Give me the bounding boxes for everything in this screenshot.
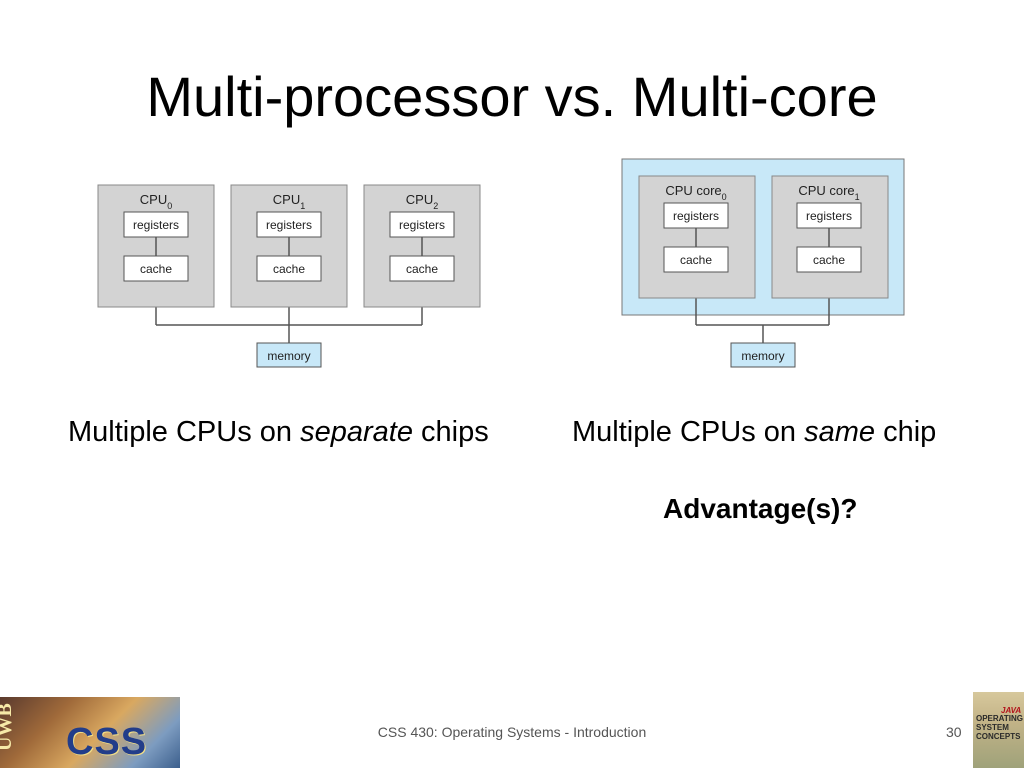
caption-multiprocessor: Multiple CPUs on separate chips: [68, 416, 489, 448]
registers-label: registers: [266, 218, 312, 232]
footer-course-title: CSS 430: Operating Systems - Introductio…: [377, 724, 647, 740]
registers-label: registers: [399, 218, 445, 232]
registers-label: registers: [806, 209, 852, 223]
cache-label: cache: [680, 253, 712, 267]
slide-number: 30: [946, 724, 962, 740]
svg-text:CPU0: CPU0: [140, 192, 172, 211]
cpu-label: CPU: [140, 192, 167, 207]
uwb-css-logo: UWB CSS: [0, 697, 180, 768]
registers-label: registers: [133, 218, 179, 232]
core-label: CPU core: [665, 183, 721, 198]
core-box: CPU core0 registers cache: [638, 175, 756, 299]
memory-box: memory: [256, 342, 322, 368]
memory-label: memory: [741, 349, 784, 363]
slide-title: Multi-processor vs. Multi-core: [146, 65, 878, 128]
svg-text:CPU1: CPU1: [273, 192, 305, 211]
cache-label: cache: [406, 262, 438, 276]
textbook-cover-icon: JAVA OPERATING SYSTEM CONCEPTS: [973, 692, 1024, 768]
registers-label: registers: [673, 209, 719, 223]
cpu-box: CPU2 registers cache: [363, 184, 481, 308]
svg-text:CPU2: CPU2: [406, 192, 438, 211]
cpu-label: CPU: [406, 192, 433, 207]
cpu-subscript: 0: [167, 201, 172, 211]
cache-label: cache: [813, 253, 845, 267]
cpu-box: CPU0 registers cache: [97, 184, 215, 308]
advantages-question: Advantage(s)?: [663, 493, 858, 524]
svg-text:CPU core1: CPU core1: [798, 183, 859, 202]
cpu-subscript: 2: [433, 201, 438, 211]
cpu-box: CPU1 registers cache: [230, 184, 348, 308]
multiprocessor-diagram: CPU0 registers cache CPU1 registers cach…: [97, 184, 481, 368]
multicore-diagram: CPU core0 registers cache CPU core1 regi…: [621, 158, 905, 368]
processor-diagram: CPU0 registers cache CPU1 registers cach…: [97, 158, 905, 368]
cpu-label: CPU: [273, 192, 300, 207]
memory-label: memory: [267, 349, 310, 363]
cache-label: cache: [140, 262, 172, 276]
core-subscript: 0: [722, 192, 727, 202]
core-box: CPU core1 registers cache: [771, 175, 889, 299]
core-label: CPU core: [798, 183, 854, 198]
cache-label: cache: [273, 262, 305, 276]
core-subscript: 1: [855, 192, 860, 202]
memory-box: memory: [730, 342, 796, 368]
cpu-subscript: 1: [300, 201, 305, 211]
svg-text:CPU core0: CPU core0: [665, 183, 726, 202]
caption-multicore: Multiple CPUs on same chip: [572, 416, 937, 448]
